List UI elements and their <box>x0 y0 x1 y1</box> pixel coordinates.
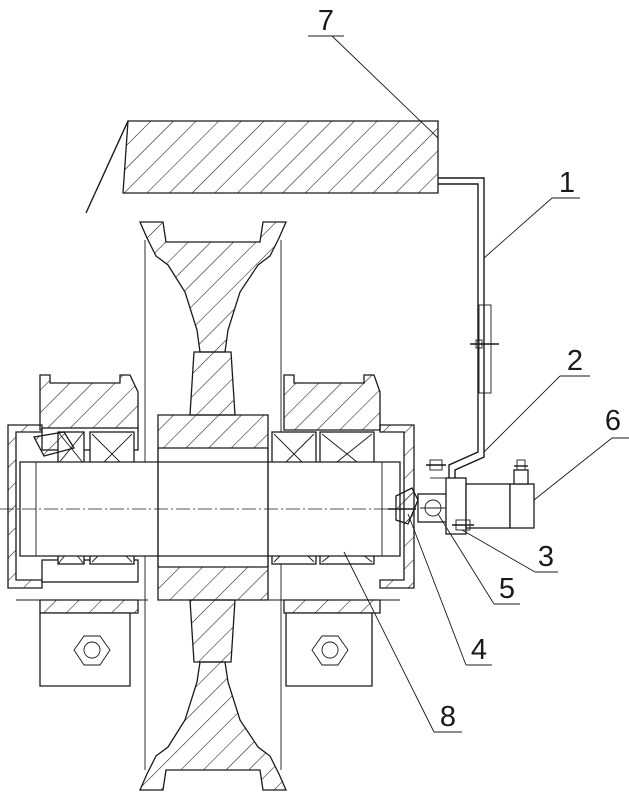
part-label-8: 8 <box>440 701 456 733</box>
part-label-1: 1 <box>559 167 575 199</box>
part-label-4: 4 <box>471 634 487 666</box>
part-label-5: 5 <box>499 573 515 605</box>
part-label-6: 6 <box>605 405 621 437</box>
part-label-2: 2 <box>567 345 583 377</box>
shaft <box>0 448 420 567</box>
bracket <box>438 178 499 482</box>
frame-beam <box>86 121 438 213</box>
part-label-7: 7 <box>318 5 334 37</box>
part-label-3: 3 <box>538 541 554 573</box>
